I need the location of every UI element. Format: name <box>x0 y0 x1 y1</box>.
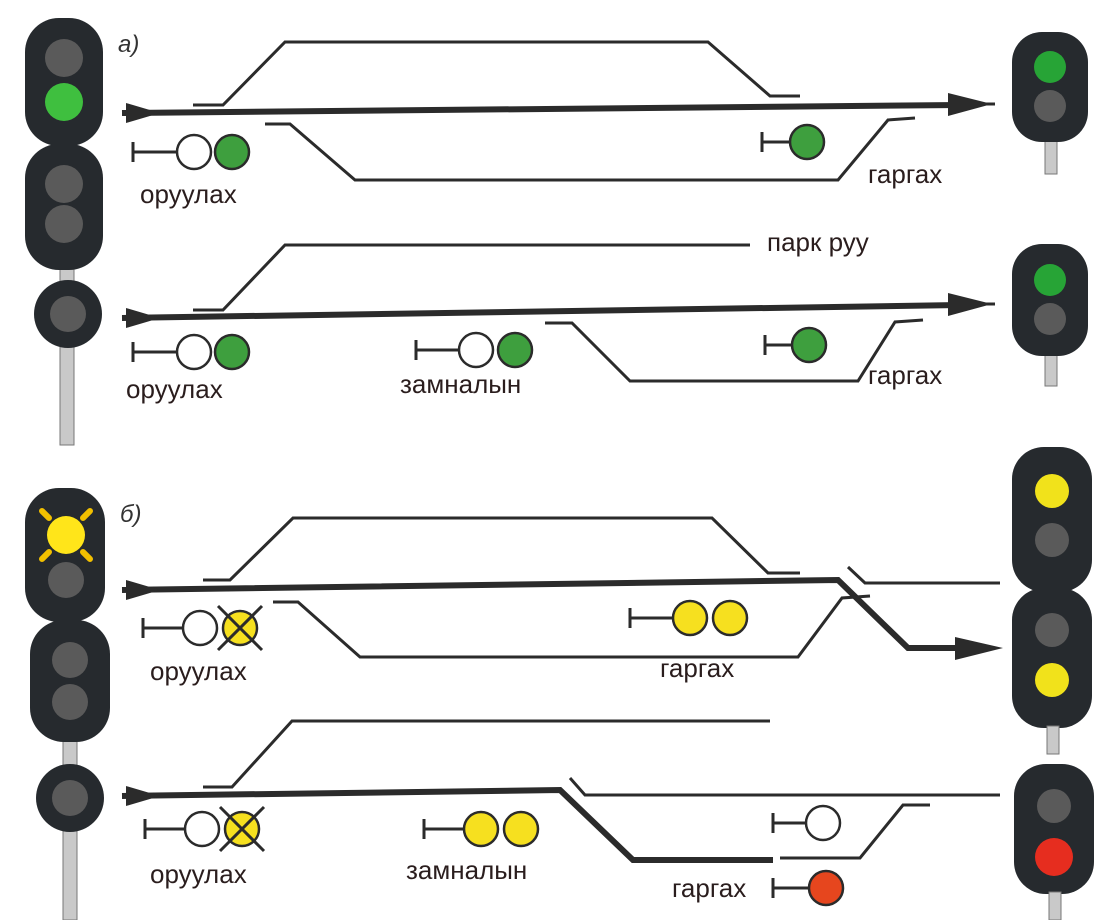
lamp-off <box>52 684 88 720</box>
track-upper-siding <box>203 516 800 582</box>
track-lower-siding <box>780 803 930 860</box>
lamp-off <box>1035 523 1069 557</box>
track-upper-siding <box>203 719 770 789</box>
section-label-b: б) <box>120 501 142 528</box>
track-upper-continuation <box>846 565 1000 585</box>
diagram-b2: оруулах замналын гаргах <box>121 719 1000 907</box>
yellow-lens-icon <box>462 810 500 848</box>
diagram-a2: парк руу оруулах замналын гаргах <box>121 227 995 404</box>
red-lamp-lit <box>1035 838 1073 876</box>
lamp-off <box>1037 789 1071 823</box>
green-lens-icon <box>213 333 251 371</box>
yellow-lens-icon <box>502 810 540 848</box>
track-lower-siding <box>273 594 871 659</box>
track-lower-siding <box>545 318 924 383</box>
green-lamp-lit <box>45 83 83 121</box>
right-signal-b2 <box>1014 764 1094 920</box>
left-signal-section-b <box>25 488 110 920</box>
yellow-lens-icon <box>711 599 749 637</box>
mast-signal-icon <box>25 488 105 622</box>
label-gargah: гаргах <box>868 360 942 390</box>
lamp-off <box>1035 613 1069 647</box>
main-track <box>121 302 961 321</box>
label-oruulah: оруулах <box>150 859 247 889</box>
lamp-off <box>52 780 88 816</box>
label-gargah: гаргах <box>868 159 942 189</box>
lamp-off <box>45 205 83 243</box>
flash-ray <box>39 549 52 562</box>
diagram-b1: оруулах гаргах <box>121 516 1003 686</box>
label-gargah: гаргах <box>660 653 734 683</box>
direction-arrow-icon <box>126 580 160 600</box>
mast-signal-icon <box>1012 447 1092 592</box>
label-gargah: гаргах <box>672 873 746 903</box>
lamp-off <box>45 39 83 77</box>
track-park-siding <box>193 243 750 312</box>
direction-arrow-icon <box>948 293 992 316</box>
diagram-a1: оруулах гаргах <box>121 40 995 209</box>
green-lens-icon <box>496 331 534 369</box>
white-lens-icon <box>181 609 219 647</box>
direction-arrow-icon <box>126 308 160 328</box>
flash-mark <box>216 604 264 652</box>
green-lamp-lit <box>1034 264 1066 296</box>
white-lens-icon <box>175 333 213 371</box>
mast-signal-icon <box>1012 244 1088 356</box>
mast-signal-icon <box>1014 764 1094 894</box>
mast-signal-icon <box>25 18 103 146</box>
direction-arrow-icon <box>126 103 160 123</box>
label-oruulah: оруулах <box>140 179 237 209</box>
direction-arrow-icon <box>948 93 992 116</box>
red-lens-icon <box>807 869 845 907</box>
flash-ray <box>80 508 93 521</box>
label-park-ruu: парк руу <box>767 227 869 257</box>
track-upper-siding <box>193 40 800 107</box>
green-lens-icon <box>213 133 251 171</box>
flash-ray <box>80 549 93 562</box>
white-lens-icon <box>183 810 221 848</box>
lamp-off <box>52 642 88 678</box>
track-lower-siding <box>265 116 916 182</box>
direction-arrow-icon <box>126 786 160 806</box>
right-signal-b1 <box>1012 447 1092 755</box>
green-lens-icon <box>790 326 828 364</box>
yellow-lamp-lit <box>1035 663 1069 697</box>
white-lens-icon <box>804 804 842 842</box>
green-lamp-lit <box>1034 51 1066 83</box>
main-track <box>121 102 961 116</box>
main-track-diverging <box>121 576 960 651</box>
lamp-off <box>1034 90 1066 122</box>
white-lens-icon <box>175 133 213 171</box>
green-lens-icon <box>788 123 826 161</box>
main-track-diverging <box>121 786 773 863</box>
section-label-a: а) <box>118 31 139 58</box>
mast-signal-icon <box>1012 588 1092 728</box>
label-oruulah: оруулах <box>150 656 247 686</box>
label-oruulah: оруулах <box>126 374 223 404</box>
mast-signal-icon <box>1012 32 1088 142</box>
flash-mark <box>218 805 266 853</box>
lamp-off <box>45 165 83 203</box>
yellow-lens-icon <box>671 599 709 637</box>
lamp-off <box>1034 303 1066 335</box>
signal-pole <box>1044 137 1058 175</box>
right-signal-a2 <box>1012 244 1088 387</box>
track-through-line <box>568 777 1000 797</box>
yellow-lamp-flashing <box>47 516 85 554</box>
mast-signal-icon <box>30 620 110 742</box>
label-zamnalyn: замналын <box>406 855 527 885</box>
right-signal-a1 <box>1012 32 1088 175</box>
flash-ray <box>39 508 52 521</box>
white-lens-icon <box>457 331 495 369</box>
signal-pole <box>1048 891 1062 920</box>
yellow-lamp-lit <box>1035 474 1069 508</box>
lamp-off <box>50 296 86 332</box>
direction-arrow-icon <box>955 637 1003 660</box>
label-zamnalyn: замналын <box>400 369 521 399</box>
signal-pole <box>1046 725 1060 755</box>
left-signal-section-a <box>25 18 103 446</box>
lamp-off <box>48 562 84 598</box>
